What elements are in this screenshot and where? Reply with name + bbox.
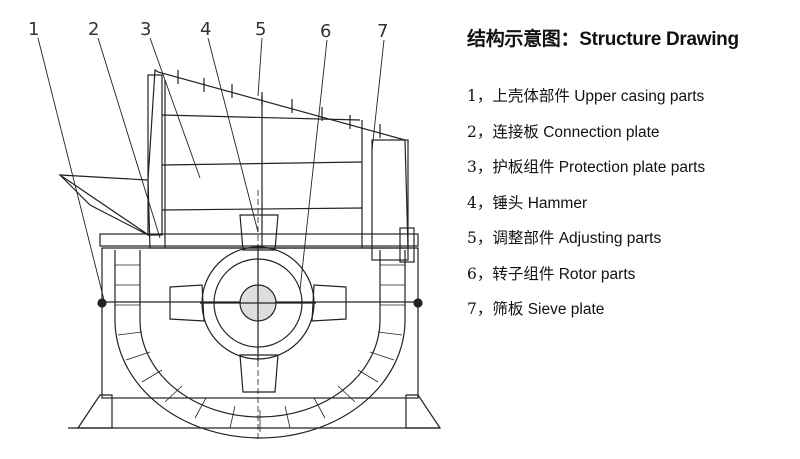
part-name-en: Adjusting parts (558, 230, 662, 247)
leader-lines (37, 37, 385, 301)
top-bolts (177, 70, 381, 138)
lower-frame (101, 247, 419, 399)
part-name-zh: 锤头 (492, 193, 524, 212)
right-bolt (413, 298, 423, 308)
part-name-en: Connection plate (543, 123, 660, 141)
drawing-number: 1 (28, 19, 39, 40)
part-name-en: Hammer (527, 194, 588, 212)
part-name-zh: 护板组件 (492, 158, 555, 176)
hammer-right (311, 284, 347, 322)
part-number: 3， (467, 158, 493, 176)
part-number: 6， (467, 264, 493, 283)
part-name-zh: 连接板 (492, 122, 539, 141)
drawing-number: 2 (88, 19, 99, 40)
part-item-sieve: 7，筛板 Sieve plate (467, 297, 792, 333)
hammer-top (239, 214, 279, 251)
part-number: 2， (467, 122, 493, 141)
right-foot (405, 394, 442, 429)
parts-list: 1，上壳体部件 Upper casing parts 2，连接板 Connect… (467, 84, 792, 333)
part-item-upper-casing: 1，上壳体部件 Upper casing parts (467, 84, 792, 120)
part-name-zh: 筛板 (492, 300, 524, 318)
part-name-zh: 转子组件 (492, 264, 555, 283)
part-item-protection-plate: 3，护板组件 Protection plate parts (467, 155, 792, 191)
left-foot (76, 394, 113, 429)
part-name-zh: 上壳体部件 (492, 87, 570, 105)
drawing-number: 3 (140, 19, 151, 40)
part-item-hammer: 4，锤头 Hammer (467, 191, 792, 227)
adjusting-rod (99, 233, 419, 247)
hammer-left (169, 284, 205, 322)
drawing-number: 4 (200, 19, 211, 40)
part-item-rotor: 6，转子组件 Rotor parts (467, 262, 792, 298)
part-name-en: Rotor parts (558, 265, 636, 283)
part-name-en: Sieve plate (527, 301, 605, 318)
part-item-connection-plate: 2，连接板 Connection plate (467, 120, 792, 156)
hammer-bottom (239, 354, 279, 393)
part-name-en: Upper casing parts (574, 88, 705, 105)
drawing-number-labels: 1 2 3 4 5 6 7 (28, 19, 388, 42)
part-name-zh: 调整部件 (492, 229, 555, 247)
sieve-teeth (115, 264, 405, 432)
drawing-number: 6 (320, 21, 331, 42)
part-number: 1， (467, 87, 493, 105)
legend: 结构示意图：Structure Drawing 1，上壳体部件 Upper ca… (467, 24, 792, 333)
drawing-number: 5 (255, 19, 266, 40)
left-liner (147, 74, 163, 236)
part-number: 7， (467, 300, 493, 318)
adjusting-nut (399, 227, 415, 263)
right-side-plate (371, 139, 409, 261)
part-item-adjusting: 5，调整部件 Adjusting parts (467, 226, 792, 262)
drawing-title: 结构示意图：Structure Drawing (467, 29, 739, 50)
left-bolt (97, 298, 107, 308)
part-number: 5， (467, 229, 493, 247)
drawing-number: 7 (377, 21, 388, 42)
sieve-outer (114, 250, 406, 439)
connection-plate (58, 174, 151, 237)
structure-drawing: 1 2 3 4 5 6 7 (28, 19, 442, 440)
part-number: 4， (467, 193, 493, 212)
part-name-en: Protection plate parts (558, 159, 706, 176)
